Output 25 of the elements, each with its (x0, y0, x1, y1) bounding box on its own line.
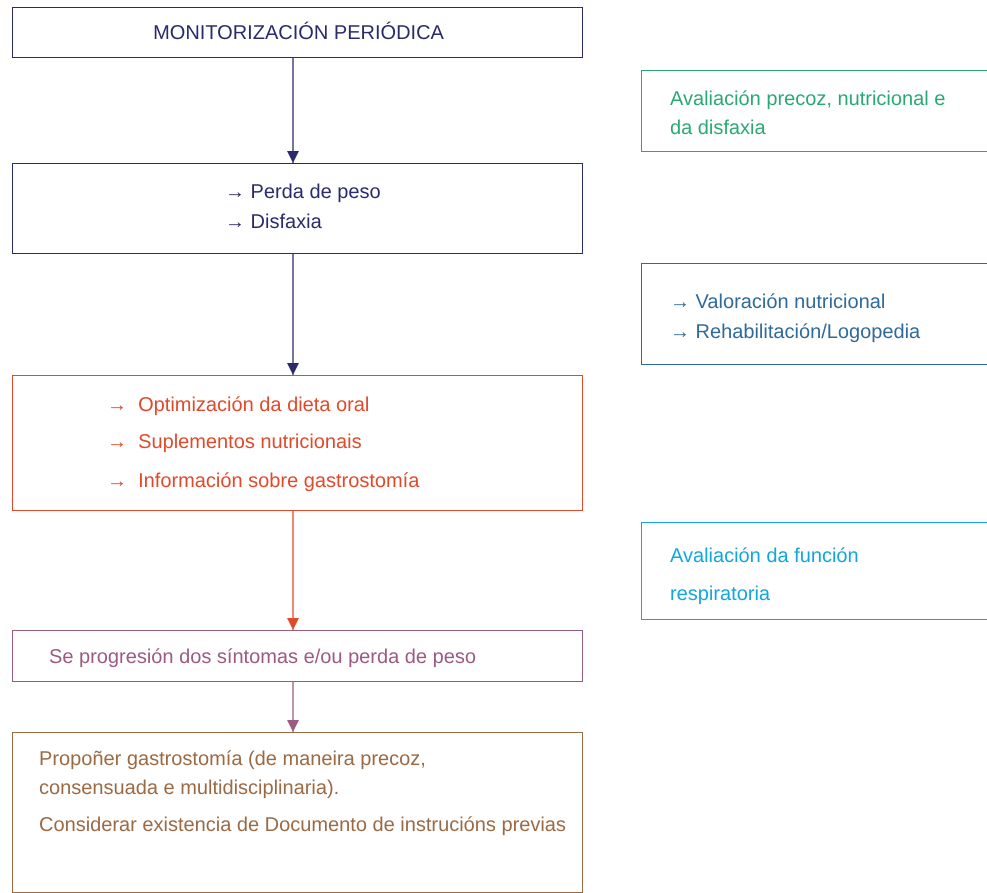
arrow (287, 511, 299, 630)
box-text: Avaliación precoz, nutricional e da disfaxia (670, 87, 946, 141)
process-box (641, 70, 987, 152)
box-text: Avaliación da función respiratoria (670, 544, 860, 607)
box-text: → Información sobre gastrostomía (107, 469, 420, 494)
process-box (641, 522, 987, 620)
box-text: → Optimización da dieta oral (107, 393, 370, 418)
box-text: Se progresión dos síntomas e/ou perda de peso (49, 645, 476, 670)
box-text: → Rehabilitación/Logopedia (670, 320, 920, 345)
process-box (12, 630, 583, 682)
arrow (287, 58, 299, 163)
box-text: → Valoración nutricional (670, 290, 886, 315)
process-box (641, 263, 987, 365)
box-text: Considerar existencia de Documento de instrucións previas (39, 813, 567, 838)
box-text: → Suplementos nutricionais (107, 430, 362, 455)
arrow (287, 682, 299, 732)
box-heading: MONITORIZACIÓN PERIÓDICA (152, 20, 445, 46)
process-box (12, 163, 583, 254)
process-box (12, 732, 583, 893)
process-box (12, 7, 583, 58)
box-text: → Perda de peso (225, 180, 381, 205)
box-text: Propoñer gastrostomía (de maneira precoz, consensuada e multidisciplinaria). (39, 747, 427, 801)
arrow (287, 254, 299, 375)
process-box (12, 375, 583, 511)
box-text: → Disfaxia (225, 210, 322, 235)
